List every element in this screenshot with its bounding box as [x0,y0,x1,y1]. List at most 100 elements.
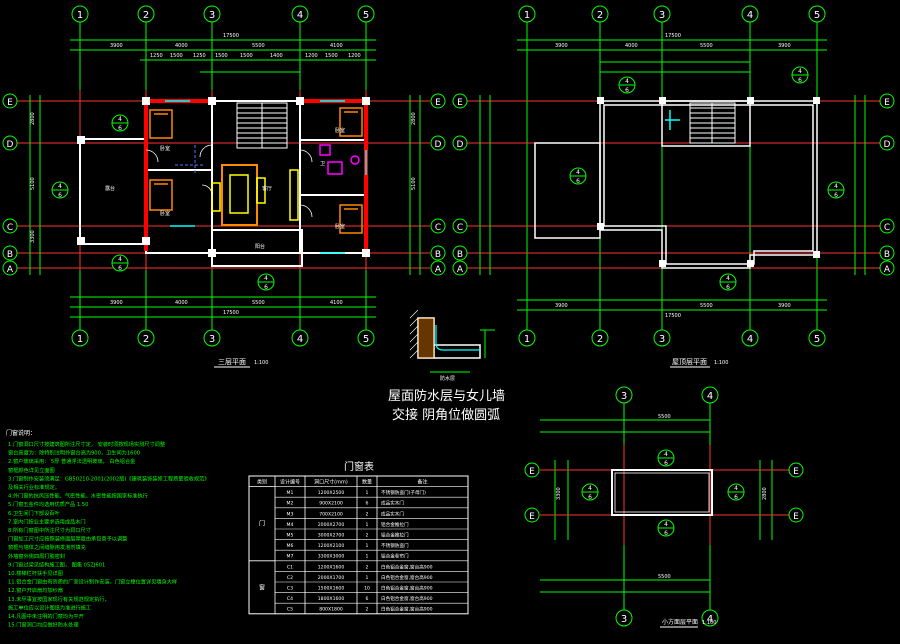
table-cell: 铝合金推拉门 [381,532,409,539]
note-line: 窗台高度为：除特别注明外窗台高为900，卫生间为1600 [8,449,140,457]
plan3-outline [611,469,713,516]
table-cell: 白色铝合金窗,窗台高900 [381,563,433,570]
axis-label-3-top: 3 [209,10,215,21]
note-line: 窗框颜色详见立面图 [8,466,55,474]
note-line: 12.窗户开启扇均加纱扇 [8,586,63,594]
dim-bottom-part-3: 5500 [252,300,265,306]
table-cell: 不锈钢防盗门(子母门) [381,489,426,496]
plan3-axis-bubbles: 3 4 3 4 E E E E [524,386,804,627]
plan2-axis-4-top: 4 [747,10,753,21]
detail-title-line2: 交接 阴角位做圆弧 [392,407,500,423]
axis-label-1-top: 1 [77,10,83,21]
plan3-axis-4-bottom: 4 [707,614,713,625]
plan2-tag-bottom-1: 6 [625,87,629,94]
dim-sub-9: 1200 [348,53,361,59]
note-line: 施工单位应以设计图纸为准进行施工 [8,603,91,611]
plan2-tag-top-2: 4 [798,68,802,75]
note-line: 窗框与墙体之间缝隙用发泡剂填充 [8,543,86,551]
plan2-axis-2-top: 2 [597,10,603,21]
dim-side-3: 3300 [30,230,36,243]
axis-label-d-right: D [435,140,442,150]
dim-sub-5: 1500 [240,53,253,59]
plan1-axis-bubbles-left: E D C B A [2,93,18,276]
plan2-title: 屋顶层平面 [672,358,707,366]
plan2-axis-3-bottom: 3 [659,334,665,345]
table-cell: 10 [364,586,370,592]
plan1-side-dimension-texts: 2800 5100 3300 2800 5100 [30,112,417,243]
table-cell: C5 [287,607,293,613]
axis-label-b-left: B [7,250,13,260]
axis-label-3-bottom: 3 [209,334,215,345]
table-cell: 铝合金推拉门 [381,521,409,528]
plan2-axis-d-left: D [457,140,464,150]
plan2-dim-total-bottom: 17500 [665,313,681,319]
note-line: 15.门窗洞口均应做好防水处理 [8,621,79,629]
plan2-axis-b-left: B [457,250,463,260]
table-cell: 900X2100 [319,501,343,507]
plan2-axis-1-top: 1 [524,10,530,21]
plan-3-small-roof: 3 4 3 4 E E E E 5500 5500 3300 2800 4 6 [524,386,804,628]
table-cell: 1200X2100 [318,543,345,549]
plan1-title: 三层平面 [218,358,246,366]
axis-label-2-top: 2 [143,10,149,21]
dim-sub-2: 1500 [170,53,183,59]
plan2-dim-1: 3900 [555,43,568,49]
room-label-7: 露台 [105,185,115,192]
plan3-tag-bottom-2: 6 [664,530,668,537]
note-line: 8.所有门窗图中所注尺寸为洞口尺寸 [8,526,91,534]
note-line: 9.门窗过梁见结构施工图， 图集 05ZJ601 [8,560,105,568]
dim-sub-8: 1500 [325,53,338,59]
plan1-axis-bubbles-right: E D C B A [430,93,446,276]
plan2-axis-c-left: C [457,223,463,233]
axis-label-a-right: A [435,265,442,275]
axis-label-a-left: A [7,265,14,275]
table-cell: 1 [366,554,369,560]
table-cell: M6 [287,543,294,549]
dim-side-2: 5100 [30,177,36,190]
plan2-axis-e-left: E [457,98,463,108]
table-cell: 1 [366,490,369,496]
schedule-title: 门窗表 [344,460,374,473]
door-window-notes: 门窗说明： 1.门窗洞口尺寸按建筑图所注尺寸定， 安装时须按现场实测尺寸调整 窗… [6,429,209,629]
table-cell: 3000X2700 [318,533,345,539]
axis-label-c-left: C [7,223,13,233]
plan-1-third-floor: 1 2 3 4 5 1 2 3 4 5 E D C [2,5,446,368]
dim-side-r2: 5100 [411,177,417,190]
plan1-windows [165,100,367,254]
table-category: 门 [259,520,265,528]
plan3-section-tags: 4 6 4 6 4 6 4 6 [581,449,745,537]
plan1-axis-bubbles-bottom: 1 2 3 4 5 [71,329,375,347]
plan2-tag-bottom-4: 6 [834,192,838,199]
table-cell: 700X2100 [319,511,343,517]
section-tag-top-4: 4 [118,116,122,123]
table-cell: 不锈钢防盗门 [381,542,409,549]
detail-note: 防水层 [440,375,455,382]
plan1-bathroom-fixtures [319,144,360,175]
table-header-cell: 洞口尺寸(mm) [314,479,348,486]
table-header-cell: 备注 [417,479,427,486]
plan1-door-swings [145,144,313,218]
plan2-roof-drains [665,110,680,130]
plan3-tag-top-3: 4 [588,485,592,492]
axis-label-e-left: E [7,98,13,108]
plan3-dim-bottom: 5500 [658,574,671,580]
dim-part-1: 3900 [110,43,123,49]
plan3-dim-left: 3300 [556,487,562,500]
plan2-axis-5-bottom: 5 [814,334,820,345]
dim-total-bottom: 17500 [223,310,239,316]
plan1-staircase [236,102,288,149]
table-header-cell: 数量 [362,479,372,486]
plan2-axis-2-bottom: 2 [597,334,603,345]
section-tag-top-2: 4 [118,256,122,263]
table-cell: 2 [366,564,369,570]
dim-side-r1: 2800 [411,112,417,125]
section-tag-top-3: 4 [264,275,268,282]
axis-label-4-top: 4 [297,10,303,21]
section-tag-bottom-1: 6 [58,192,62,199]
plan3-axis-e2-left: E [529,512,535,522]
dim-sub-3: 1250 [193,53,206,59]
dim-side-1: 2800 [30,112,36,125]
